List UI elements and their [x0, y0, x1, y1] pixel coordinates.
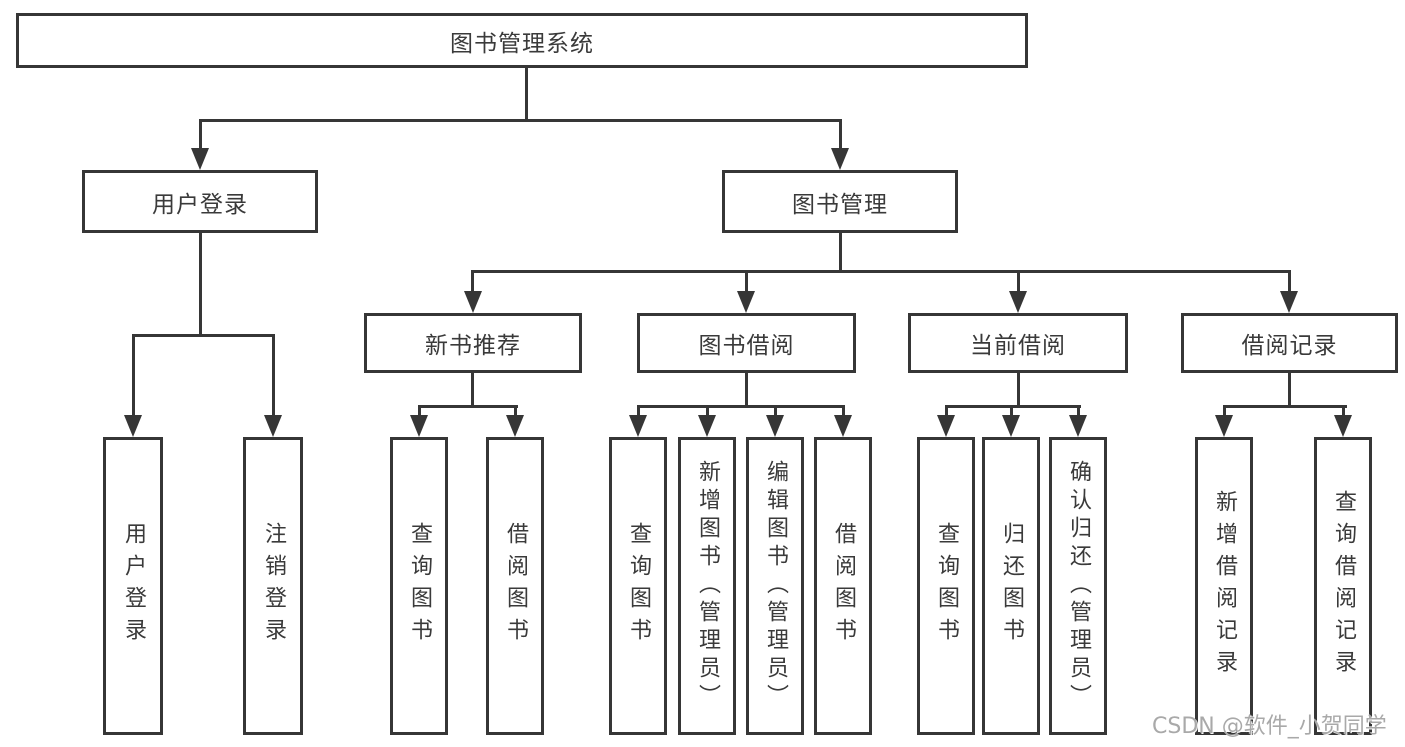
node-bb-query-books: 查询图书	[609, 437, 667, 735]
connector-line	[132, 334, 135, 419]
arrow-down-icon	[629, 415, 647, 437]
connector-line	[418, 405, 518, 408]
arrow-down-icon	[737, 291, 755, 313]
node-label: 当前借阅	[970, 333, 1066, 359]
connector-line	[514, 405, 517, 419]
node-label: 新增图书（管理员）	[695, 460, 720, 712]
connector-line	[839, 233, 842, 273]
node-br-add-record: 新增借阅记录	[1195, 437, 1253, 735]
connector-line	[1017, 373, 1020, 408]
connector-line	[1288, 373, 1291, 408]
connector-line	[525, 68, 528, 122]
node-label: 新增借阅记录	[1212, 490, 1237, 682]
connector-line	[945, 405, 948, 419]
node-label: 借阅图书	[503, 522, 528, 650]
arrow-down-icon	[410, 415, 428, 437]
node-nb-query-books: 查询图书	[390, 437, 448, 735]
node-label: 图书管理	[792, 191, 888, 218]
connector-line	[1017, 270, 1020, 295]
node-label: 编辑图书（管理员）	[763, 460, 788, 712]
node-user-login: 用户登录	[82, 170, 318, 233]
connector-line	[842, 405, 845, 419]
node-cb-confirm-return-admin: 确认归还（管理员）	[1049, 437, 1107, 735]
connector-line	[637, 405, 640, 419]
connector-line	[745, 270, 748, 295]
node-label: 归还图书	[999, 522, 1024, 650]
arrow-down-icon	[264, 415, 282, 437]
connector-line	[839, 119, 842, 152]
node-bb-edit-books-admin: 编辑图书（管理员）	[746, 437, 804, 735]
node-label: 用户登录	[121, 522, 146, 650]
node-logout: 注销登录	[243, 437, 303, 735]
connector-line	[272, 334, 275, 419]
arrow-down-icon	[1069, 415, 1087, 437]
connector-line	[1010, 405, 1013, 419]
node-bb-add-books-admin: 新增图书（管理员）	[678, 437, 736, 735]
connector-line	[471, 373, 474, 408]
connector-line	[1223, 405, 1347, 408]
connector-line	[199, 119, 202, 152]
arrow-down-icon	[506, 415, 524, 437]
connector-line	[745, 373, 748, 408]
node-cb-return-books: 归还图书	[982, 437, 1040, 735]
arrow-down-icon	[464, 291, 482, 313]
arrow-down-icon	[1334, 415, 1352, 437]
node-label: 图书借阅	[698, 333, 795, 359]
connector-line	[1077, 405, 1080, 419]
arrow-down-icon	[698, 415, 716, 437]
node-nb-borrow-books: 借阅图书	[486, 437, 544, 735]
node-label: 查询图书	[407, 522, 432, 650]
watermark: CSDN @软件_小贺同学	[1152, 714, 1387, 739]
node-label: 查询借阅记录	[1331, 490, 1356, 682]
node-label: 查询图书	[626, 522, 651, 650]
connector-line	[471, 270, 474, 295]
node-book-management: 图书管理	[722, 170, 958, 233]
connector-line	[1342, 405, 1345, 419]
connector-line	[418, 405, 421, 419]
node-cb-query-books: 查询图书	[917, 437, 975, 735]
node-label: 用户登录	[152, 191, 248, 218]
connector-line	[199, 119, 842, 122]
node-label: 注销登录	[261, 522, 286, 650]
connector-line	[199, 233, 202, 337]
node-label: 新书推荐	[425, 333, 521, 359]
arrow-down-icon	[1280, 291, 1298, 313]
node-library-management-system: 图书管理系统	[16, 13, 1028, 68]
connector-line	[637, 405, 845, 408]
node-label: 借阅图书	[831, 522, 856, 650]
connector-line	[945, 405, 1081, 408]
node-bb-borrow-books: 借阅图书	[814, 437, 872, 735]
arrow-down-icon	[1009, 291, 1027, 313]
connector-line	[1223, 405, 1226, 419]
node-user-login-leaf: 用户登录	[103, 437, 163, 735]
arrow-down-icon	[834, 415, 852, 437]
node-label: 确认归还（管理员）	[1066, 460, 1091, 712]
arrow-down-icon	[937, 415, 955, 437]
connector-line	[1288, 270, 1291, 295]
arrow-down-icon	[766, 415, 784, 437]
connector-line	[706, 405, 709, 419]
arrow-down-icon	[831, 148, 849, 170]
node-current-borrowing: 当前借阅	[908, 313, 1128, 373]
arrow-down-icon	[1002, 415, 1020, 437]
node-borrowing-records: 借阅记录	[1181, 313, 1398, 373]
node-label: 查询图书	[934, 522, 959, 650]
connector-line	[132, 334, 275, 337]
node-br-query-record: 查询借阅记录	[1314, 437, 1372, 735]
arrow-down-icon	[191, 148, 209, 170]
arrow-down-icon	[124, 415, 142, 437]
node-label: 图书管理系统	[450, 30, 594, 57]
node-new-book-recommend: 新书推荐	[364, 313, 582, 373]
connector-line	[774, 405, 777, 419]
node-book-borrowing: 图书借阅	[637, 313, 856, 373]
node-label: 借阅记录	[1241, 333, 1338, 359]
arrow-down-icon	[1215, 415, 1233, 437]
connector-line	[471, 270, 1291, 273]
